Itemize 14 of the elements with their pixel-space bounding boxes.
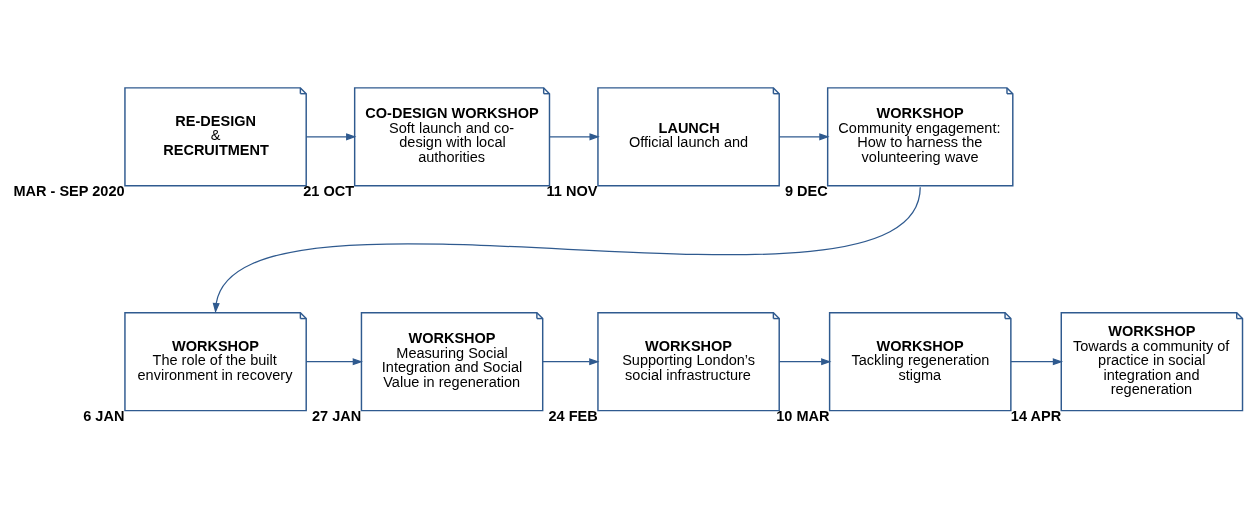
arrow (305, 358, 363, 366)
node-label: 9 DEC (785, 183, 828, 200)
arrow (778, 358, 832, 366)
node-label: 24 FEB (548, 408, 598, 425)
arrow (1010, 358, 1064, 366)
node-label: MAR - SEP 2020 (13, 183, 125, 200)
node-label: 6 JAN (83, 408, 125, 425)
arrow (549, 133, 600, 141)
arrow (778, 133, 830, 141)
node-label: 27 JAN (312, 408, 362, 425)
arrow (305, 133, 357, 141)
node-label: 14 APR (1010, 408, 1062, 425)
arrow (212, 186, 921, 314)
arrow (542, 358, 600, 366)
